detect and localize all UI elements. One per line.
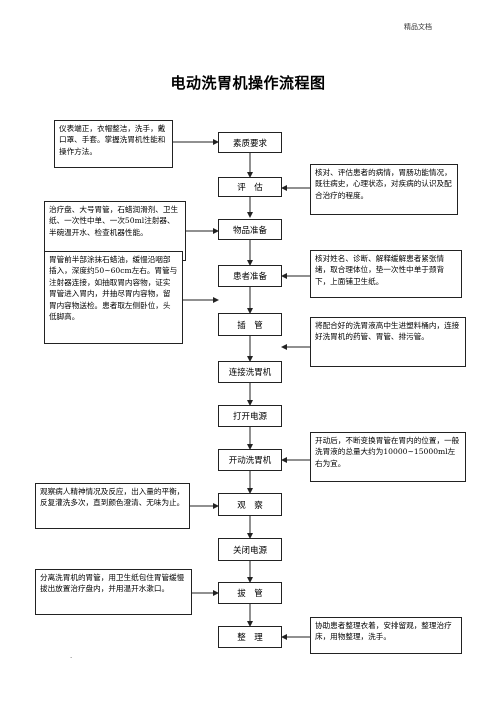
step-cleanup: 整 理 <box>218 626 282 648</box>
step-connect-machine: 连接洗胃机 <box>218 361 282 383</box>
note-intubation: 胃管前半部涂抹石蜡油，缓慢沿咽部插入，深度约50~60cm左右。胃管与注射器连接… <box>44 251 183 344</box>
step-assessment: 评 估 <box>218 177 282 197</box>
note-cleanup: 协助患者整理衣着，安排留观，整理治疗床，用物整理，洗手。 <box>310 617 462 654</box>
note-assessment: 核对、评估患者的病情，胃肠功能情况，既往病史，心理状态，对疾病的认识及配合治疗的… <box>310 164 458 215</box>
note-extubation: 分离洗胃机的胃管，用卫生纸包住胃管缓慢拔出放置治疗盘内，并用温开水漱口。 <box>35 569 192 615</box>
step-patient-preparation: 患者准备 <box>218 265 282 287</box>
step-extubation: 拔 管 <box>218 582 282 604</box>
step-power-on: 打开电源 <box>218 405 282 427</box>
header-watermark: 精品文档 <box>404 23 432 31</box>
note-connect-machine: 将配合好的洗胃液高中生进塑料桶内，连接好洗胃机的药管、胃管、排污管。 <box>310 317 466 367</box>
step-start-machine: 开动洗胃机 <box>218 449 282 471</box>
step-supplies-preparation: 物品准备 <box>218 219 282 240</box>
step-observe: 观 察 <box>218 493 282 516</box>
note-quality-requirements: 仪表端正，衣帽整洁，洗手，戴口罩、手套。掌握洗胃机性能和操作方法。 <box>54 120 173 168</box>
page-title: 电动洗胃机操作流程图 <box>170 74 326 92</box>
note-start-machine: 开动后，不断变换胃管在胃内的位置，一般洗胃液的总量大约为10000~15000m… <box>310 432 466 482</box>
note-observation: 观察病人精神情况及反应，出入量的平衡，反复灌洗多次，直到颜色澄清、无味为止。 <box>35 483 190 529</box>
step-intubation: 插 管 <box>218 313 282 336</box>
note-patient-preparation: 核对姓名、诊断、解释缓解患者紧张情绪，取合理体位，垫一次性中单于颈背下，上面铺卫… <box>310 250 462 298</box>
step-quality-requirements: 素质要求 <box>218 132 282 153</box>
step-power-off: 关闭电源 <box>218 538 282 561</box>
footer-mark: . <box>70 652 73 660</box>
